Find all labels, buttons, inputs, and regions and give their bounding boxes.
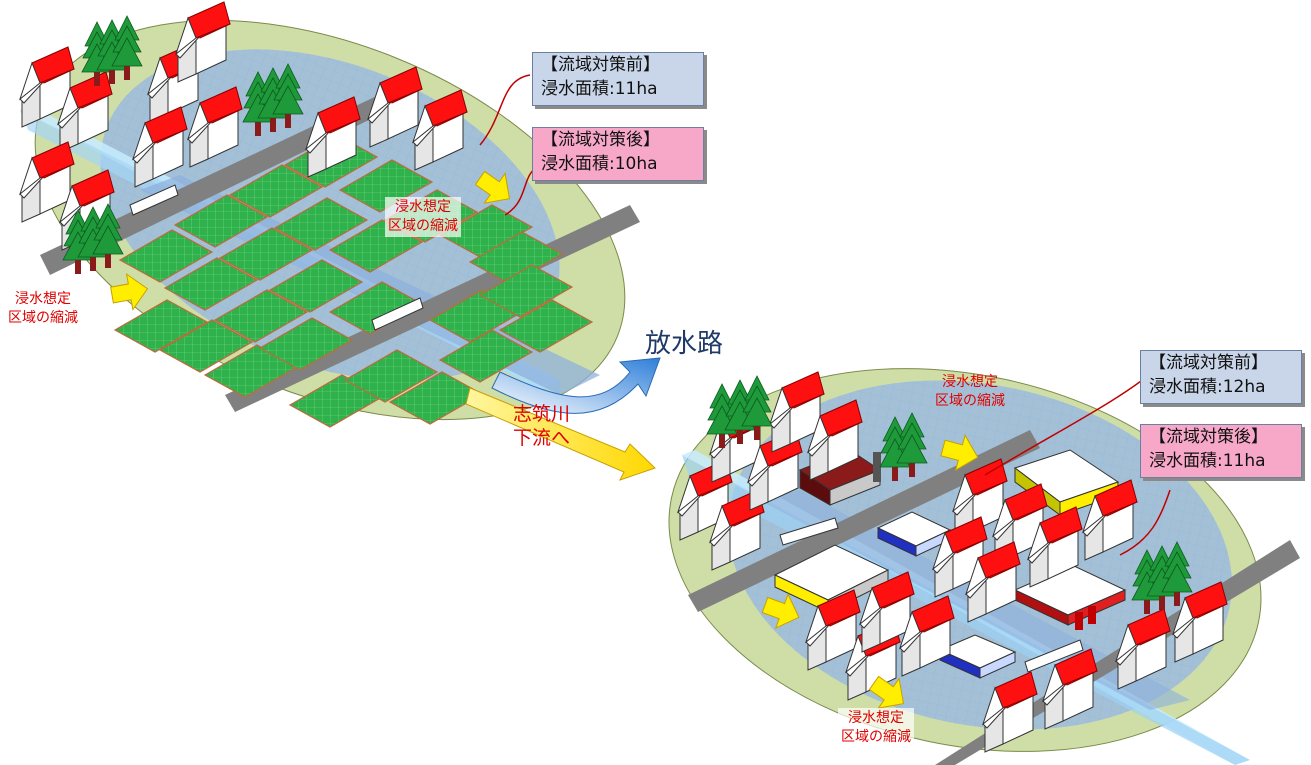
right-reduction-label-b: 浸水想定 区域の縮減 <box>838 708 914 748</box>
right-before-title: 【流域対策前】 <box>1149 353 1268 373</box>
outlet-arrow <box>491 357 661 414</box>
right-road-1 <box>688 430 1040 612</box>
left-site <box>19 1 640 428</box>
river-arrow <box>465 387 656 481</box>
left-before-area: 浸水面積:11ha <box>541 79 658 99</box>
right-site <box>668 368 1300 765</box>
left-after-area: 浸水面積:10ha <box>541 154 658 174</box>
left-before-title: 【流域対策前】 <box>541 55 660 75</box>
left-after-box: 【流域対策後】 浸水面積:10ha <box>532 127 704 181</box>
right-before-box: 【流域対策前】 浸水面積:12ha <box>1140 350 1302 404</box>
right-after-title: 【流域対策後】 <box>1149 427 1268 447</box>
left-reduction-label-a: 浸水想定 区域の縮減 <box>385 197 461 237</box>
left-reduction-label-b: 浸水想定 区域の縮減 <box>8 291 78 326</box>
left-after-title: 【流域対策後】 <box>541 130 660 150</box>
right-after-box: 【流域対策後】 浸水面積:11ha <box>1140 424 1302 478</box>
right-after-area: 浸水面積:11ha <box>1149 451 1266 471</box>
right-reduction-label-a: 浸水想定 区域の縮減 <box>935 374 1005 409</box>
right-before-area: 浸水面積:12ha <box>1149 377 1266 397</box>
river-label: 志筑川 下流へ <box>513 403 571 449</box>
outlet-label: 放水路 <box>645 329 724 359</box>
left-before-box: 【流域対策前】 浸水面積:11ha <box>532 52 704 106</box>
